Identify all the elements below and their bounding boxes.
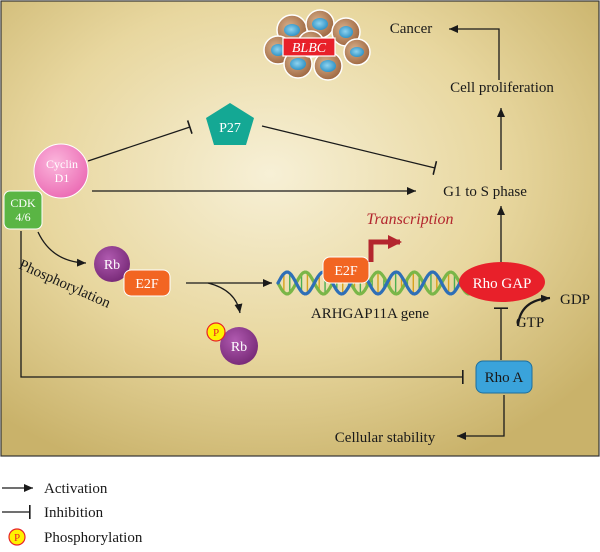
gdp-label: GDP <box>560 292 590 308</box>
legend-inhibition-label: Inhibition <box>44 505 104 521</box>
rho-gap-node <box>459 262 545 302</box>
gene-e2f-node <box>322 256 370 284</box>
rb-release-arrow <box>207 282 243 314</box>
transcription-arrow <box>368 235 402 262</box>
phospho-badge-label: P <box>213 327 219 339</box>
proliferation-to-cancer-arrow <box>449 25 500 80</box>
blbc-label: BLBC <box>292 41 327 56</box>
cdk-node <box>3 190 43 230</box>
gtp-to-gdp-arrow <box>516 294 551 327</box>
legend-phosphorylation-label: Phosphorylation <box>44 530 143 546</box>
p27-node <box>206 103 254 145</box>
rho-a-label: Rho A <box>485 370 524 386</box>
rb-node <box>94 246 130 282</box>
gene-label: ARHGAP11A gene <box>311 306 430 322</box>
blbc-label-box <box>282 37 336 57</box>
p27-label: P27 <box>219 121 241 136</box>
cyclin-d1-node <box>33 143 89 199</box>
phospho-rb-node <box>220 327 258 365</box>
legend-phospho-symbol: P <box>14 532 20 544</box>
cdk-to-rb-arrow <box>37 231 87 267</box>
legend-phospho-icon <box>8 528 26 546</box>
rb-label: Rb <box>104 258 120 273</box>
cell-proliferation-label: Cell proliferation <box>450 80 554 96</box>
rho-a-node <box>475 360 533 394</box>
cellular-stability-label: Cellular stability <box>335 430 436 446</box>
blbc-tumor-icon <box>263 9 371 81</box>
phospho-badge <box>206 322 226 342</box>
cdk-inhibits-rhoa <box>20 231 464 384</box>
transcription-label: Transcription <box>366 211 453 228</box>
g1-s-phase-label: G1 to S phase <box>443 184 527 200</box>
rhoa-to-stability-arrow <box>457 395 505 440</box>
e2f-label: E2F <box>135 277 159 292</box>
gene-e2f-label: E2F <box>334 264 358 279</box>
dna-helix <box>276 270 480 296</box>
phospho-rb-label: Rb <box>231 340 247 355</box>
rho-gap-label: Rho GAP <box>473 276 532 292</box>
cyclin-inhibits-p27 <box>87 120 193 162</box>
cancer-label: Cancer <box>390 21 432 37</box>
gtp-label: GTP <box>516 315 544 331</box>
e2f-node <box>123 269 171 297</box>
legend-activation-label: Activation <box>44 481 108 497</box>
p27-inhibits-g1s <box>261 125 438 175</box>
